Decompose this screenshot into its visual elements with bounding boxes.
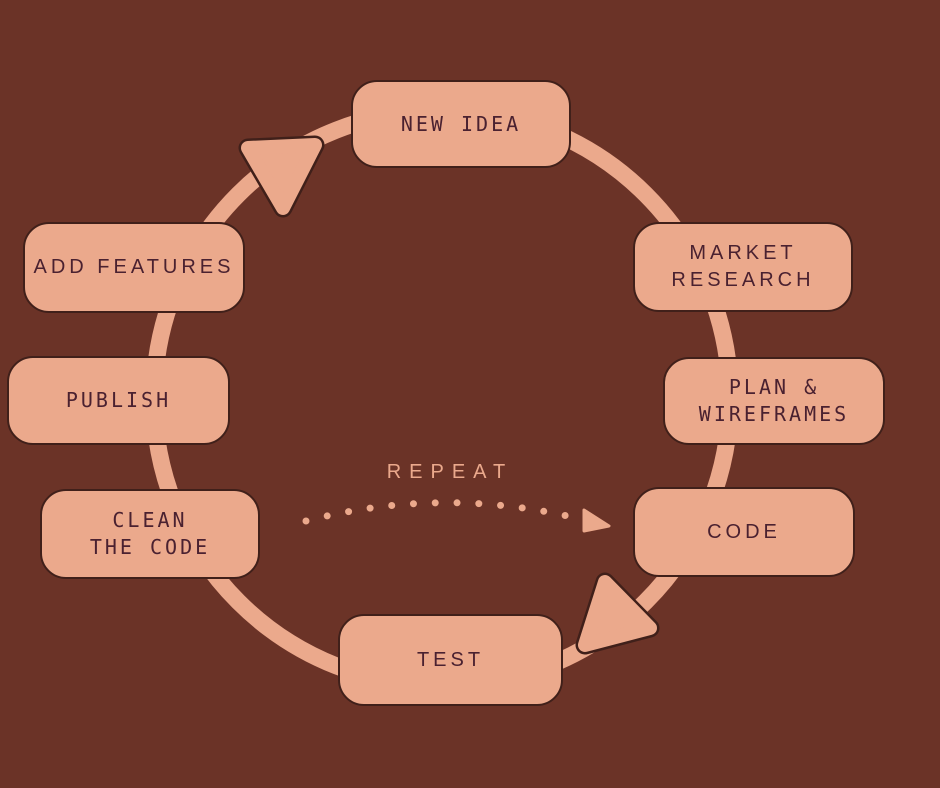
step-label: CLEAN THE CODE	[89, 508, 211, 559]
step-label: MARKET RESEARCH	[671, 242, 815, 291]
step-box-code: CODE	[633, 487, 855, 577]
step-box-add-features: ADD FEATURES	[23, 222, 245, 313]
step-label: ADD FEATURES	[33, 256, 235, 278]
step-label: PUBLISH	[65, 388, 172, 412]
step-box-market-research: MARKET RESEARCH	[633, 222, 853, 312]
repeat-dotted-arc	[302, 499, 580, 525]
flow-arrowhead-top-left	[238, 135, 325, 218]
step-box-plan-wireframes: PLAN & WIREFRAMES	[663, 357, 885, 445]
repeat-label: REPEAT	[386, 461, 514, 483]
step-label: PLAN & WIREFRAMES	[698, 375, 850, 426]
step-box-test: TEST	[338, 614, 563, 706]
step-box-new-idea: NEW IDEA	[351, 80, 571, 168]
repeat-arrow-tip-icon	[582, 508, 611, 533]
cycle-ring	[145, 101, 739, 695]
step-label: TEST	[416, 648, 485, 671]
step-label: NEW IDEA	[400, 111, 522, 136]
step-box-clean-the-code: CLEAN THE CODE	[40, 489, 260, 579]
step-label: CODE	[707, 520, 781, 543]
flow-arrowhead-bottom-right	[575, 572, 660, 655]
step-box-publish: PUBLISH	[7, 356, 230, 445]
